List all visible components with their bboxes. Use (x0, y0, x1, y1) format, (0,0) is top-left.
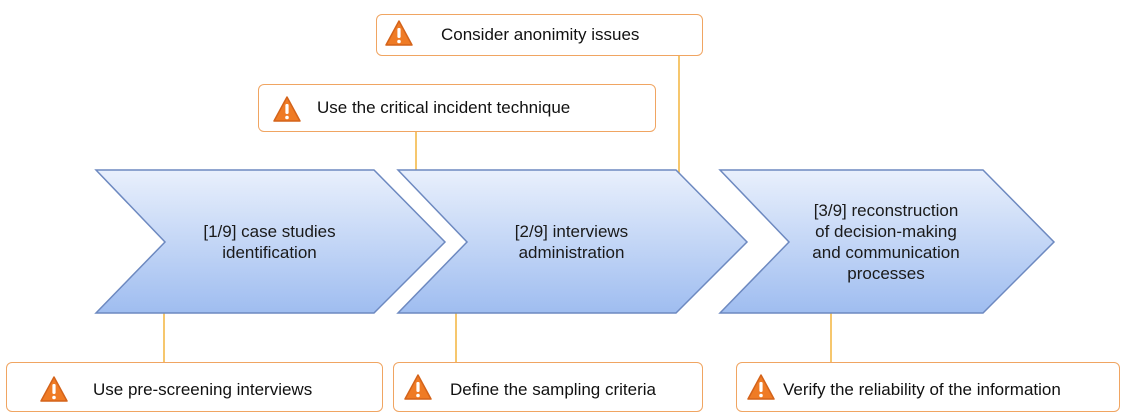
callout-prescreening: Use pre-screening interviews (6, 362, 383, 412)
step-3-line-1: [3/9] reconstruction (813, 200, 959, 220)
step-3-line-4: processes (847, 263, 925, 283)
warning-triangle-icon (404, 374, 432, 400)
callout-critical-incident-text: Use the critical incident technique (317, 98, 571, 117)
callout-anonimity: Consider anonimity issues (376, 14, 703, 56)
chevron-step-3 (718, 169, 1056, 314)
step-2-line-1: [2/9] interviews (514, 221, 629, 241)
callout-prescreening-text: Use pre-screening interviews (93, 380, 313, 399)
step-1-line-2: identification (222, 242, 317, 262)
warning-triangle-icon (273, 96, 301, 122)
step-1-line-1: [1/9] case studies (203, 221, 336, 241)
step-3-line-2: of decision-making (815, 221, 957, 241)
callout-sampling: Define the sampling criteria (393, 362, 703, 412)
callout-reliability: Verify the reliability of the informatio… (736, 362, 1120, 412)
chevron-step-1 (94, 169, 447, 314)
warning-triangle-icon (385, 20, 413, 46)
callout-critical-incident: Use the critical incident technique (258, 84, 656, 132)
step-3-label: [3/9] reconstruction of decision-making … (789, 170, 983, 313)
step-3-line-3: and communication (812, 242, 960, 262)
chevron-step-2 (396, 169, 749, 314)
warning-triangle-icon (40, 376, 68, 402)
callout-sampling-text: Define the sampling criteria (450, 380, 656, 399)
step-1-label: [1/9] case studies identification (165, 170, 374, 313)
callout-anonimity-text: Consider anonimity issues (441, 25, 640, 44)
step-2-line-2: administration (518, 242, 625, 262)
callout-reliability-text: Verify the reliability of the informatio… (783, 380, 1061, 399)
step-2-label: [2/9] interviews administration (467, 170, 676, 313)
warning-triangle-icon (747, 374, 775, 400)
